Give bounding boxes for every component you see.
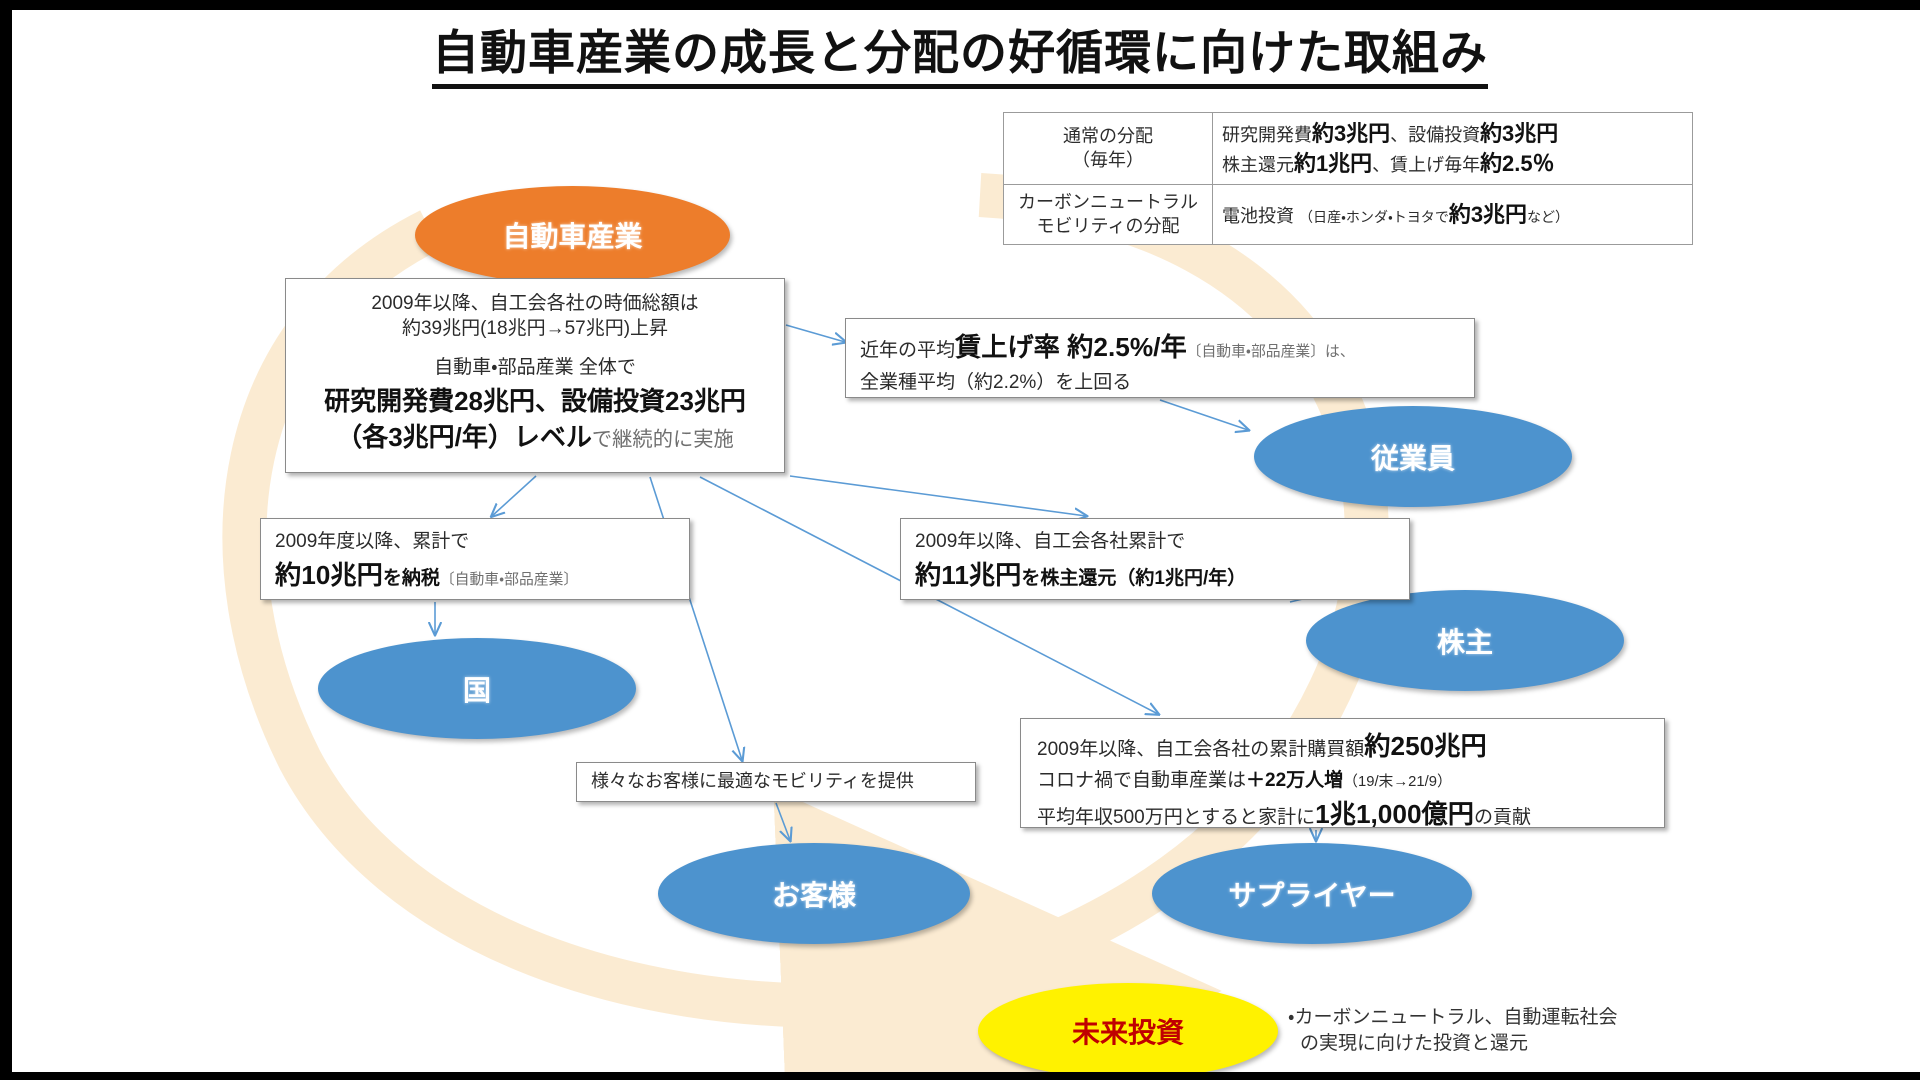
return-label: 株主還元 <box>1222 154 1294 175</box>
wage-line1: 近年の平均賃上げ率 約2.5%/年〔自動車・部品産業〕は、 <box>860 330 1474 365</box>
table-row-normal-distribution: 通常の分配 （毎年） 研究開発費約3兆円、設備投資約3兆円 株主還元約1兆円、賃… <box>1003 111 1693 186</box>
node-label-shareholders: 株主 <box>1436 626 1493 658</box>
callout-market-cap-rd-capex: 2009年以降、自工会各社の時価総額は 約39兆円(18兆円→57兆円)上昇 自… <box>285 278 785 473</box>
node-label-suppliers: サプライヤー <box>1228 879 1396 911</box>
callout-supplier-purchase: 2009年以降、自工会各社の累計購買額約250兆円 コロナ禍で自動車産業は＋22… <box>1020 718 1665 829</box>
purchase-line3: 平均年収500万円とすると家計に1兆1,000億円の貢献 <box>1037 797 1664 832</box>
main-line1: 2009年以降、自工会各社の時価総額は <box>371 293 699 314</box>
node-customers[interactable]: お客様 <box>658 843 970 944</box>
node-automobile-industry[interactable]: 自動車産業 <box>415 186 730 284</box>
table-cell-header-normal: 通常の分配 （毎年） <box>1003 111 1213 186</box>
employment-value: ＋22万人増 <box>1246 769 1344 791</box>
rd-cost-value: 約3兆円 <box>1312 121 1391 146</box>
tax-label: を納税 <box>382 568 440 590</box>
table-row-cn-mobility-distribution: カーボンニュートラル モビリティの分配 電池投資 （日産・ホンダ・トヨタで約3兆… <box>1003 184 1693 246</box>
wage-rate-value: 賃上げ率 約2.5%/年 <box>955 332 1187 362</box>
main-line2: 約39兆円(18兆円→57兆円)上昇 <box>401 318 669 340</box>
main-line3: 自動車・部品産業 全体で <box>434 357 636 379</box>
node-label-employees: 従業員 <box>1370 442 1455 474</box>
table-cell-body-cn: 電池投資 （日産・ホンダ・トヨタで約3兆円など） <box>1212 184 1693 246</box>
future-investment-note: ・カーボンニュートラル、自動運転社会 の実現に向けた投資と還元 <box>1288 1005 1617 1056</box>
household-suffix: の貢献 <box>1474 806 1532 828</box>
battery-invest-suffix: など） <box>1526 208 1570 225</box>
employment-period: （19/末→21/9） <box>1343 773 1452 790</box>
normal-body-line2: 株主還元約1兆円、賃上げ毎年約2.5％ <box>1222 149 1683 179</box>
return-value: 約11兆円 <box>915 560 1022 591</box>
capex-label: 、設備投資 <box>1390 125 1481 145</box>
battery-invest-label: 電池投資 <box>1222 205 1294 226</box>
node-label-future-investment: 未来投資 <box>1071 1017 1184 1048</box>
employment-label: コロナ禍で自動車産業は <box>1037 769 1247 791</box>
page-title-text: 自動車産業の成長と分配の好循環に向けた取組み <box>432 26 1488 89</box>
mobility-text: 様々なお客様に最適なモビリティを提供 <box>591 771 914 792</box>
callout-wage-increase-rate: 近年の平均賃上げ率 約2.5%/年〔自動車・部品産業〕は、 全業種平均（約2.2… <box>845 318 1475 398</box>
main-per-year-value: （各3兆円/年）レベル <box>336 421 592 452</box>
main-rd-value: 28兆円 <box>454 386 535 417</box>
purchase-line2: コロナ禍で自動車産業は＋22万人増（19/末→21/9） <box>1037 768 1664 793</box>
node-employees[interactable]: 従業員 <box>1254 406 1572 507</box>
tax-value: 約10兆円 <box>275 560 383 591</box>
wage-label: 、賃上げ毎年 <box>1372 154 1481 175</box>
callout-mobility-offering: 様々なお客様に最適なモビリティを提供 <box>576 762 976 802</box>
capex-value: 約3兆円 <box>1480 121 1559 146</box>
table-cell-header-cn: カーボンニュートラル モビリティの分配 <box>1003 184 1213 246</box>
normal-header-line2: （毎年） <box>1072 149 1144 170</box>
return-line1: 2009年以降、自工会各社累計で <box>915 531 1186 552</box>
node-label-automobile-industry: 自動車産業 <box>502 221 643 252</box>
tax-line2: 約10兆円を納税〔自動車・部品産業〕 <box>275 558 689 593</box>
callout-shareholder-return: 2009年以降、自工会各社累計で 約11兆円を株主還元（約1兆円/年） <box>900 518 1410 600</box>
main-capex-label: 、設備投資 <box>535 386 666 417</box>
node-country[interactable]: 国 <box>318 638 636 739</box>
letterbox-right <box>0 0 12 1080</box>
household-value: 1兆1,000億円 <box>1315 798 1474 829</box>
letterbox-top <box>0 0 1920 10</box>
return-value: 約1兆円 <box>1294 150 1373 176</box>
main-rd-label: 研究開発費 <box>324 386 455 417</box>
return-line2: 約11兆円を株主還元（約1兆円/年） <box>915 558 1409 593</box>
letterbox-bottom <box>0 1072 1920 1080</box>
purchase-line1: 2009年以降、自工会各社の累計購買額約250兆円 <box>1037 729 1664 764</box>
node-suppliers[interactable]: サプライヤー <box>1152 843 1472 944</box>
return-label: を株主還元（約1兆円/年） <box>1021 568 1247 590</box>
battery-invest-value: 約3兆円 <box>1448 201 1527 227</box>
main-capex-value: 23兆円 <box>665 386 746 417</box>
wage-scope: 〔自動車・部品産業〕は、 <box>1186 344 1355 360</box>
node-future-investment[interactable]: 未来投資 <box>978 983 1278 1079</box>
battery-invest-companies: （日産・ホンダ・トヨタで <box>1299 208 1449 225</box>
page-title: 自動車産業の成長と分配の好循環に向けた取組み <box>0 14 1920 89</box>
tax-line1: 2009年度以降、累計で <box>275 531 470 552</box>
main-per-year-suffix: で継続的に実施 <box>591 428 734 451</box>
household-label: 平均年収500万円とすると家計に <box>1037 806 1316 828</box>
future-note-line2: の実現に向けた投資と還元 <box>1300 1032 1529 1054</box>
purchase-value: 約250兆円 <box>1364 731 1487 761</box>
node-label-customers: お客様 <box>771 879 856 911</box>
wage-prefix: 近年の平均 <box>860 340 956 361</box>
normal-body-line1: 研究開発費約3兆円、設備投資約3兆円 <box>1222 119 1683 149</box>
cn-header-line1: カーボンニュートラル <box>1018 192 1198 213</box>
tax-scope: 〔自動車・部品産業〕 <box>439 572 579 589</box>
callout-tax-payment: 2009年度以降、累計で 約10兆円を納税〔自動車・部品産業〕 <box>260 518 690 600</box>
normal-header-line1: 通常の分配 <box>1063 126 1153 147</box>
rd-cost-label: 研究開発費 <box>1222 125 1312 145</box>
cn-header-line2: モビリティの分配 <box>1036 215 1180 236</box>
wage-line2: 全業種平均（約2.2%）を上回る <box>860 371 1132 393</box>
future-note-line1: ・カーボンニュートラル、自動運転社会 <box>1288 1007 1618 1028</box>
node-label-country: 国 <box>462 674 491 706</box>
main-line4: 研究開発費28兆円、設備投資23兆円 <box>296 384 774 418</box>
table-cell-body-normal: 研究開発費約3兆円、設備投資約3兆円 株主還元約1兆円、賃上げ毎年約2.5％ <box>1212 111 1693 186</box>
node-shareholders[interactable]: 株主 <box>1306 590 1624 691</box>
main-line5: （各3兆円/年）レベルで継続的に実施 <box>296 420 774 454</box>
wage-value: 約2.5％ <box>1480 150 1555 176</box>
distribution-summary-table: 通常の分配 （毎年） 研究開発費約3兆円、設備投資約3兆円 株主還元約1兆円、賃… <box>1003 111 1693 246</box>
purchase-label: 2009年以降、自工会各社の累計購買額 <box>1037 739 1365 760</box>
